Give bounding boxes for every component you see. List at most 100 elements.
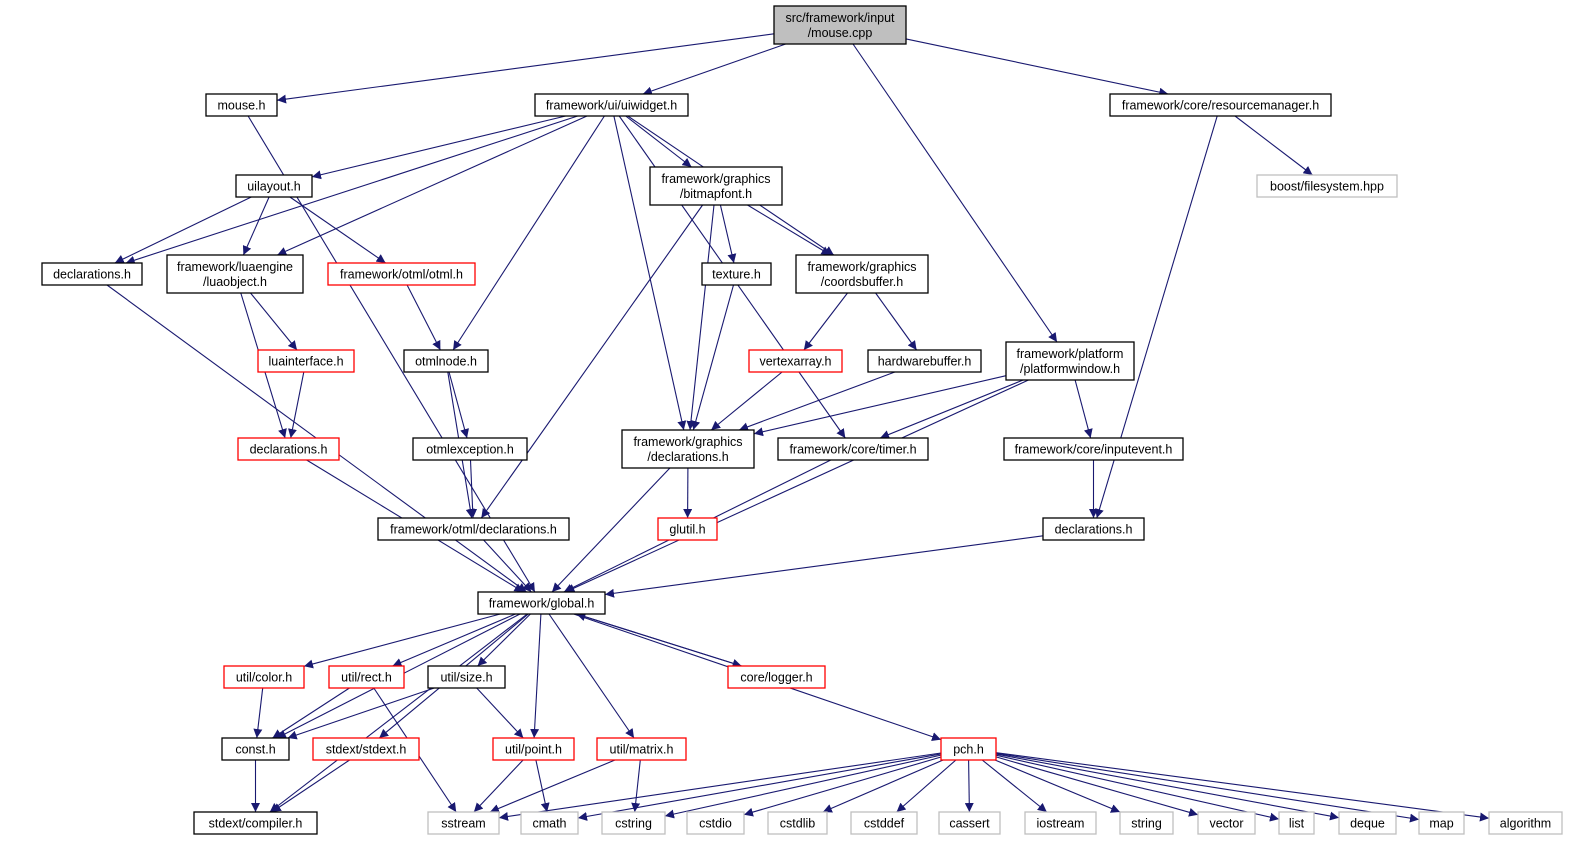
node-box-resmgr[interactable] <box>1109 93 1332 117</box>
node-otmlnode[interactable]: otmlnode.h <box>403 349 489 373</box>
node-root[interactable]: src/framework/input/mouse.cpp <box>773 5 907 45</box>
node-timer[interactable]: framework/core/timer.h <box>777 437 929 461</box>
node-otmlexception[interactable]: otmlexception.h <box>412 437 528 461</box>
node-box-cassert[interactable] <box>938 811 1001 835</box>
node-otml[interactable]: framework/otml/otml.h <box>327 262 476 286</box>
node-hwbuffer[interactable]: hardwarebuffer.h <box>867 349 982 373</box>
node-box-algorithm[interactable] <box>1488 811 1563 835</box>
node-pch[interactable]: pch.h <box>940 737 997 761</box>
node-texture[interactable]: texture.h <box>701 262 772 286</box>
node-cassert[interactable]: cassert <box>938 811 1001 835</box>
node-box-stdext[interactable] <box>312 737 420 761</box>
node-box-otmlnode[interactable] <box>403 349 489 373</box>
node-cmath[interactable]: cmath <box>520 811 579 835</box>
node-boostfs[interactable]: boost/filesystem.hpp <box>1256 174 1398 198</box>
node-box-color[interactable] <box>223 665 305 689</box>
node-box-vertexarray[interactable] <box>748 349 843 373</box>
node-box-otml_decl[interactable] <box>377 517 570 541</box>
node-mouse_h[interactable]: mouse.h <box>205 93 278 117</box>
node-color[interactable]: util/color.h <box>223 665 305 689</box>
node-iostream[interactable]: iostream <box>1024 811 1097 835</box>
node-uiwidget[interactable]: framework/ui/uiwidget.h <box>534 93 689 117</box>
node-map[interactable]: map <box>1418 811 1465 835</box>
node-const_h[interactable]: const.h <box>221 737 290 761</box>
node-box-cstdio[interactable] <box>686 811 745 835</box>
node-box-map[interactable] <box>1418 811 1465 835</box>
node-decl_lua[interactable]: declarations.h <box>237 437 340 461</box>
node-logger[interactable]: core/logger.h <box>727 665 826 689</box>
node-box-decl_ui[interactable] <box>41 262 143 286</box>
node-box-sstream[interactable] <box>427 811 500 835</box>
node-box-mouse_h[interactable] <box>205 93 278 117</box>
node-otml_decl[interactable]: framework/otml/declarations.h <box>377 517 570 541</box>
node-box-cstdlib[interactable] <box>767 811 828 835</box>
node-box-cmath[interactable] <box>520 811 579 835</box>
node-box-pch[interactable] <box>940 737 997 761</box>
node-box-inputevent[interactable] <box>1003 437 1184 461</box>
node-compiler[interactable]: stdext/compiler.h <box>193 811 318 835</box>
node-box-uilayout[interactable] <box>235 174 313 198</box>
node-box-matrix[interactable] <box>596 737 687 761</box>
node-box-otml[interactable] <box>327 262 476 286</box>
node-box-gfx_decl[interactable] <box>621 429 755 469</box>
node-box-deque[interactable] <box>1338 811 1397 835</box>
node-box-size[interactable] <box>427 665 506 689</box>
node-platformwindow[interactable]: framework/platform/platformwindow.h <box>1005 341 1135 381</box>
node-box-texture[interactable] <box>701 262 772 286</box>
node-list[interactable]: list <box>1278 811 1315 835</box>
node-box-point[interactable] <box>492 737 575 761</box>
node-cstdio[interactable]: cstdio <box>686 811 745 835</box>
node-vertexarray[interactable]: vertexarray.h <box>748 349 843 373</box>
node-vector[interactable]: vector <box>1197 811 1256 835</box>
node-string[interactable]: string <box>1119 811 1174 835</box>
node-stdext[interactable]: stdext/stdext.h <box>312 737 420 761</box>
node-box-luainterface[interactable] <box>257 349 355 373</box>
node-luaobject[interactable]: framework/luaengine/luaobject.h <box>166 254 304 294</box>
node-matrix[interactable]: util/matrix.h <box>596 737 687 761</box>
node-luainterface[interactable]: luainterface.h <box>257 349 355 373</box>
node-box-list[interactable] <box>1278 811 1315 835</box>
node-box-otmlexception[interactable] <box>412 437 528 461</box>
node-global[interactable]: framework/global.h <box>477 591 606 615</box>
node-coordsbuffer[interactable]: framework/graphics/coordsbuffer.h <box>795 254 929 294</box>
node-sstream[interactable]: sstream <box>427 811 500 835</box>
node-cstddef[interactable]: cstddef <box>850 811 918 835</box>
node-gfx_decl[interactable]: framework/graphics/declarations.h <box>621 429 755 469</box>
node-box-iostream[interactable] <box>1024 811 1097 835</box>
node-box-bitmapfont[interactable] <box>649 166 783 206</box>
node-box-root[interactable] <box>773 5 907 45</box>
node-box-decl_lua[interactable] <box>237 437 340 461</box>
node-box-hwbuffer[interactable] <box>867 349 982 373</box>
node-box-string[interactable] <box>1119 811 1174 835</box>
node-box-cstddef[interactable] <box>850 811 918 835</box>
node-algorithm[interactable]: algorithm <box>1488 811 1563 835</box>
node-decl_ui[interactable]: declarations.h <box>41 262 143 286</box>
node-decl_core[interactable]: declarations.h <box>1042 517 1145 541</box>
node-box-uiwidget[interactable] <box>534 93 689 117</box>
node-rect[interactable]: util/rect.h <box>328 665 405 689</box>
node-box-timer[interactable] <box>777 437 929 461</box>
node-box-decl_core[interactable] <box>1042 517 1145 541</box>
node-deque[interactable]: deque <box>1338 811 1397 835</box>
node-box-const_h[interactable] <box>221 737 290 761</box>
node-glutil[interactable]: glutil.h <box>657 517 718 541</box>
node-cstring[interactable]: cstring <box>601 811 666 835</box>
node-box-coordsbuffer[interactable] <box>795 254 929 294</box>
node-box-platformwindow[interactable] <box>1005 341 1135 381</box>
node-point[interactable]: util/point.h <box>492 737 575 761</box>
node-inputevent[interactable]: framework/core/inputevent.h <box>1003 437 1184 461</box>
node-box-logger[interactable] <box>727 665 826 689</box>
node-box-luaobject[interactable] <box>166 254 304 294</box>
node-box-glutil[interactable] <box>657 517 718 541</box>
node-box-global[interactable] <box>477 591 606 615</box>
node-resmgr[interactable]: framework/core/resourcemanager.h <box>1109 93 1332 117</box>
node-box-boostfs[interactable] <box>1256 174 1398 198</box>
node-uilayout[interactable]: uilayout.h <box>235 174 313 198</box>
node-box-cstring[interactable] <box>601 811 666 835</box>
node-size[interactable]: util/size.h <box>427 665 506 689</box>
node-bitmapfont[interactable]: framework/graphics/bitmapfont.h <box>649 166 783 206</box>
node-box-compiler[interactable] <box>193 811 318 835</box>
node-box-rect[interactable] <box>328 665 405 689</box>
node-cstdlib[interactable]: cstdlib <box>767 811 828 835</box>
node-box-vector[interactable] <box>1197 811 1256 835</box>
